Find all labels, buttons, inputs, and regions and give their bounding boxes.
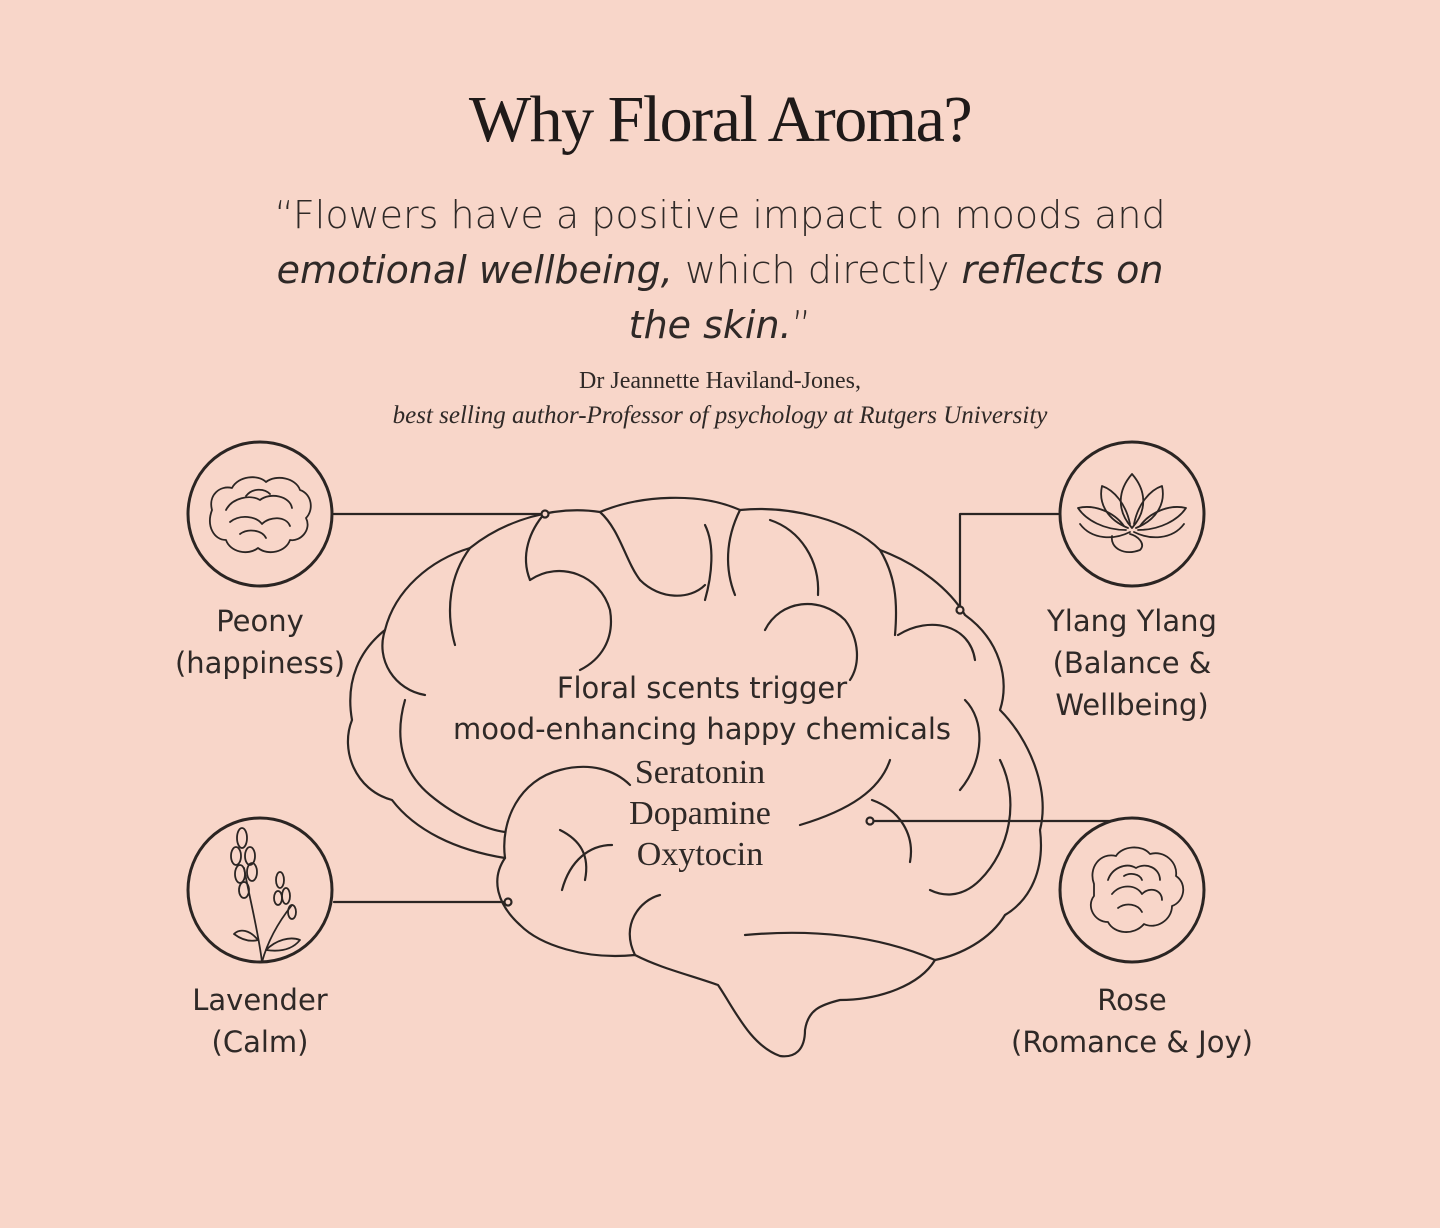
peony-connector-dot [540, 509, 550, 519]
rose-name: Rose [1097, 983, 1167, 1017]
rose-icon [1089, 846, 1185, 933]
quote-author: Dr Jeannette Haviland-Jones, [579, 368, 861, 394]
quote-emphasis-2: reflects on the skin. [628, 248, 1164, 347]
peony-icon [209, 476, 312, 554]
brain-fold [878, 548, 898, 637]
quote-part-1: “Flowers have a positive impact on moods… [274, 193, 1166, 237]
quote-emphasis-1: emotional wellbeing, [276, 248, 673, 292]
ylang-effect: (Balance & [1052, 646, 1212, 680]
brain-fold [638, 578, 707, 597]
brain-fold [628, 893, 662, 957]
ylang-label: Ylang Ylang (Balance & Wellbeing) [1010, 600, 1254, 726]
quote-author-role: best selling author-Professor of psychol… [392, 402, 1048, 429]
ylang-effect-2: Wellbeing) [1055, 688, 1209, 722]
lavender-effect: (Calm) [211, 1025, 309, 1059]
peony-name: Peony [216, 604, 304, 638]
rose-connector-dot [865, 816, 875, 826]
brain-fold [870, 798, 913, 864]
lavender-icon [230, 827, 301, 963]
center-description: Floral scents trigger mood-enhancing hap… [400, 668, 1004, 750]
peony-icon-circle [186, 440, 334, 588]
brain-fold [798, 758, 892, 827]
quote-text: “Flowers have a positive impact on moods… [250, 188, 1190, 353]
brain-fold [958, 698, 981, 792]
lavender-connector-dot [503, 897, 513, 907]
brain-fold [928, 758, 1012, 896]
brain-fold [768, 518, 820, 597]
brain-fold [703, 523, 713, 602]
quote-part-2: which directly [672, 248, 962, 292]
center-line-2: mood-enhancing happy chemicals [452, 712, 952, 746]
chemical-item: Dopamine [629, 795, 771, 832]
brain-fold [763, 602, 859, 682]
ylang-connector-dot [955, 605, 965, 615]
brain-fold [399, 698, 507, 834]
brain-fold [528, 570, 613, 672]
page-title: Why Floral Aroma? [468, 83, 973, 156]
rose-effect: (Romance & Joy) [1011, 1025, 1253, 1059]
ylang-name: Ylang Ylang [1047, 604, 1217, 638]
lavender-icon-circle [186, 816, 334, 964]
ylang-connector [958, 512, 1060, 612]
brain-fold [598, 510, 642, 582]
rose-label: Rose (Romance & Joy) [990, 979, 1274, 1063]
brain-fold [743, 931, 937, 962]
brain-fold [525, 511, 547, 582]
lavender-name: Lavender [192, 983, 328, 1017]
brain-fold [503, 765, 632, 860]
quote-part-3: ” [791, 303, 812, 347]
peony-effect: (happiness) [174, 646, 346, 680]
brain-fold [727, 508, 742, 597]
ylang-icon-circle [1058, 440, 1206, 588]
lotus-icon [1077, 473, 1187, 553]
rose-icon-circle [1058, 816, 1206, 964]
brain-fold [560, 843, 614, 892]
brain-fold [896, 623, 977, 662]
chemical-item: Seratonin [634, 754, 766, 791]
lavender-label: Lavender (Calm) [150, 979, 370, 1063]
chemical-list: Seratonin Dopamine Oxytocin [560, 752, 840, 875]
brain-fold [381, 628, 427, 697]
brain-fold [448, 546, 472, 647]
center-line-1: Floral scents trigger [556, 671, 848, 705]
brain-fold [558, 828, 588, 882]
brain-outline [347, 496, 1044, 1058]
chemical-item: Oxytocin [636, 836, 764, 873]
peony-label: Peony (happiness) [150, 600, 370, 684]
